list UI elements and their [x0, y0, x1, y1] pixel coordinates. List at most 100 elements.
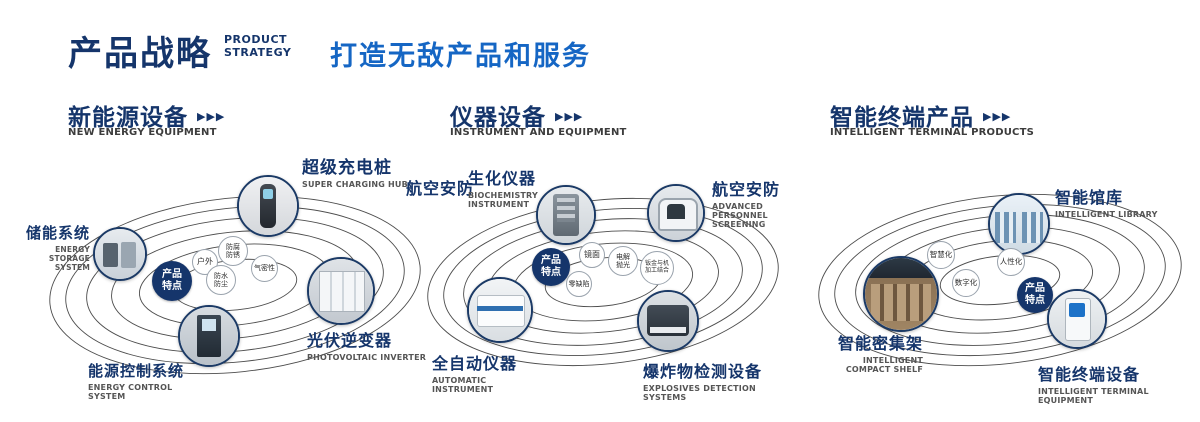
feature-label: 钣金与机加工结合 — [644, 260, 669, 274]
charging-pile-photo — [239, 177, 297, 235]
product-name-en: AUTOMATIC INSTRUMENT — [432, 376, 494, 394]
product-name-en: INTELLIGENT LIBRARY — [1055, 210, 1158, 219]
product-name: 超级充电桩 — [302, 158, 392, 178]
triple-arrow-icon: ▶▶▶ — [197, 110, 226, 123]
product-name: 生化仪器 — [468, 169, 537, 188]
section-heading-en: INTELLIGENT TERMINAL PRODUCTS — [830, 127, 1035, 138]
product-label-explosives-detection: 爆炸物检测设备 EXPLOSIVES DETECTION SYSTEMS — [643, 358, 771, 402]
terminal-equipment-photo — [1049, 291, 1105, 347]
section-heading-intelligent-terminal: 智能终端产品 ▶▶▶ — [830, 98, 1011, 132]
feature-label: 防腐防锈 — [225, 242, 240, 259]
product-name-en: EXPLOSIVES DETECTION SYSTEMS — [643, 384, 756, 402]
product-name: 智能密集架 — [837, 334, 923, 353]
feature-bubble: 零缺陷 — [566, 271, 592, 297]
product-name: 储能系统 — [25, 224, 90, 242]
product-name-en: SUPER CHARGING HUB — [302, 180, 408, 189]
product-image-super-charging-hub — [237, 175, 299, 237]
product-image-biochemistry — [536, 185, 596, 245]
product-label-automatic-instrument: 全自动仪器 AUTOMATIC INSTRUMENT — [432, 350, 542, 394]
product-name-en: BIOCHEMISTRY INSTRUMENT — [468, 191, 538, 209]
product-image-automatic-instrument — [467, 277, 533, 343]
section-heading-instruments: 仪器设备 ▶▶▶ — [450, 98, 583, 132]
product-label-compact-shelf: 智能密集架 INTELLIGENT COMPACT SHELF — [828, 330, 923, 374]
section-heading-label: 仪器设备 — [450, 105, 546, 131]
product-name-en: ADVANCED PERSONNEL SCREENING — [712, 202, 768, 229]
product-image-energy-control — [178, 305, 240, 367]
feature-bubble: 防腐防锈 — [218, 236, 248, 266]
section-heading-en: NEW ENERGY EQUIPMENT — [68, 127, 217, 138]
product-image-terminal-equipment — [1047, 289, 1107, 349]
feature-label: 防水防尘 — [213, 271, 228, 288]
product-name: 航空安防 — [712, 180, 781, 199]
feature-bubble: 气密性 — [251, 255, 278, 282]
product-label-energy-storage: 储能系统 ENERGY STORAGE SYSTEM — [16, 222, 90, 272]
automatic-instrument-photo — [469, 279, 531, 341]
section-heading-label: 智能终端产品 — [830, 105, 974, 131]
product-image-photovoltaic-inverter — [307, 257, 375, 325]
product-name: 智能终端设备 — [1038, 365, 1141, 384]
biochemistry-photo — [538, 187, 594, 243]
feature-bubble: 智慧化 — [927, 241, 955, 269]
feature-bubble: 数字化 — [952, 269, 980, 297]
product-image-intelligent-library — [988, 193, 1050, 255]
section-heading-label: 新能源设备 — [68, 105, 188, 131]
product-image-compact-shelf — [863, 256, 939, 332]
badge-label: 产品特点 — [541, 255, 561, 278]
energy-control-photo — [180, 307, 238, 365]
product-label-personnel-screening: 航空安防 ADVANCED PERSONNEL SCREENING — [712, 176, 807, 229]
feature-label: 数字化 — [954, 277, 978, 287]
feature-bubble: 钣金与机加工结合 — [640, 251, 674, 285]
product-name: 智能馆库 — [1055, 188, 1124, 207]
product-label-terminal-equipment: 智能终端设备 INTELLIGENT TERMINAL EQUIPMENT — [1038, 361, 1168, 405]
section-heading-new-energy: 新能源设备 ▶▶▶ — [68, 98, 225, 132]
page-title-en-line2: STRATEGY — [224, 46, 292, 60]
compact-shelf-photo — [865, 258, 937, 330]
triple-arrow-icon: ▶▶▶ — [555, 110, 584, 123]
explosives-detection-photo — [639, 292, 697, 350]
page-subtitle: 打造无敌产品和服务 — [330, 41, 591, 72]
product-label-photovoltaic-inverter: 光伏逆变器 PHOTOVOLTAIC INVERTER — [307, 327, 427, 362]
product-name-en: ENERGY CONTROL SYSTEM — [88, 383, 173, 401]
screening-photo — [649, 186, 703, 240]
product-label-biochemistry: 生化仪器 BIOCHEMISTRY INSTRUMENT — [468, 165, 550, 209]
product-features-badge: 产品特点 — [1017, 277, 1053, 313]
page-title: 产品战略 — [68, 34, 212, 74]
feature-label: 智慧化 — [929, 249, 953, 259]
intelligent-library-photo — [990, 195, 1048, 253]
product-label-intelligent-library: 智能馆库 INTELLIGENT LIBRARY — [1055, 184, 1165, 219]
feature-label: 气密性 — [254, 264, 275, 273]
energy-storage-photo — [95, 229, 145, 279]
feature-label: 电解抛光 — [615, 252, 630, 269]
product-name-en: INTELLIGENT TERMINAL EQUIPMENT — [1038, 387, 1149, 405]
inverter-photo — [309, 259, 373, 323]
feature-label: 零缺陷 — [568, 279, 590, 288]
product-features-badge: 产品特点 — [532, 248, 570, 286]
product-label-energy-control: 能源控制系统 ENERGY CONTROL SYSTEM — [88, 360, 208, 401]
feature-bubble: 电解抛光 — [608, 246, 638, 276]
product-name: 爆炸物检测设备 — [643, 362, 763, 381]
product-name-en: PHOTOVOLTAIC INVERTER — [307, 353, 427, 362]
page-title-en-line1: PRODUCT — [224, 33, 288, 46]
feature-label: 人性化 — [999, 256, 1023, 266]
badge-label: 产品特点 — [1025, 283, 1045, 306]
product-name: 光伏逆变器 — [307, 331, 393, 350]
product-name: 能源控制系统 — [88, 362, 185, 380]
page-title-en: PRODUCT STRATEGY — [224, 33, 291, 59]
section-heading-en: INSTRUMENT AND EQUIPMENT — [450, 127, 627, 138]
side-label-aviation-security: 航空安防 — [406, 179, 475, 198]
product-label-super-charging-hub: 超级充电桩 SUPER CHARGING HUB — [302, 153, 422, 189]
feature-label: 户外 — [197, 257, 213, 267]
feature-label: 镜面 — [584, 250, 600, 260]
product-image-personnel-screening — [647, 184, 705, 242]
product-name: 全自动仪器 — [432, 354, 518, 373]
feature-bubble: 防水防尘 — [206, 265, 236, 295]
product-name-en: INTELLIGENT COMPACT SHELF — [845, 356, 923, 374]
badge-label: 产品特点 — [162, 269, 182, 292]
product-image-energy-storage — [93, 227, 147, 281]
product-name-en: ENERGY STORAGE SYSTEM — [48, 245, 90, 272]
product-image-explosives-detection — [637, 290, 699, 352]
feature-bubble: 镜面 — [579, 242, 605, 268]
triple-arrow-icon: ▶▶▶ — [983, 110, 1012, 123]
product-features-badge: 产品特点 — [152, 261, 192, 301]
